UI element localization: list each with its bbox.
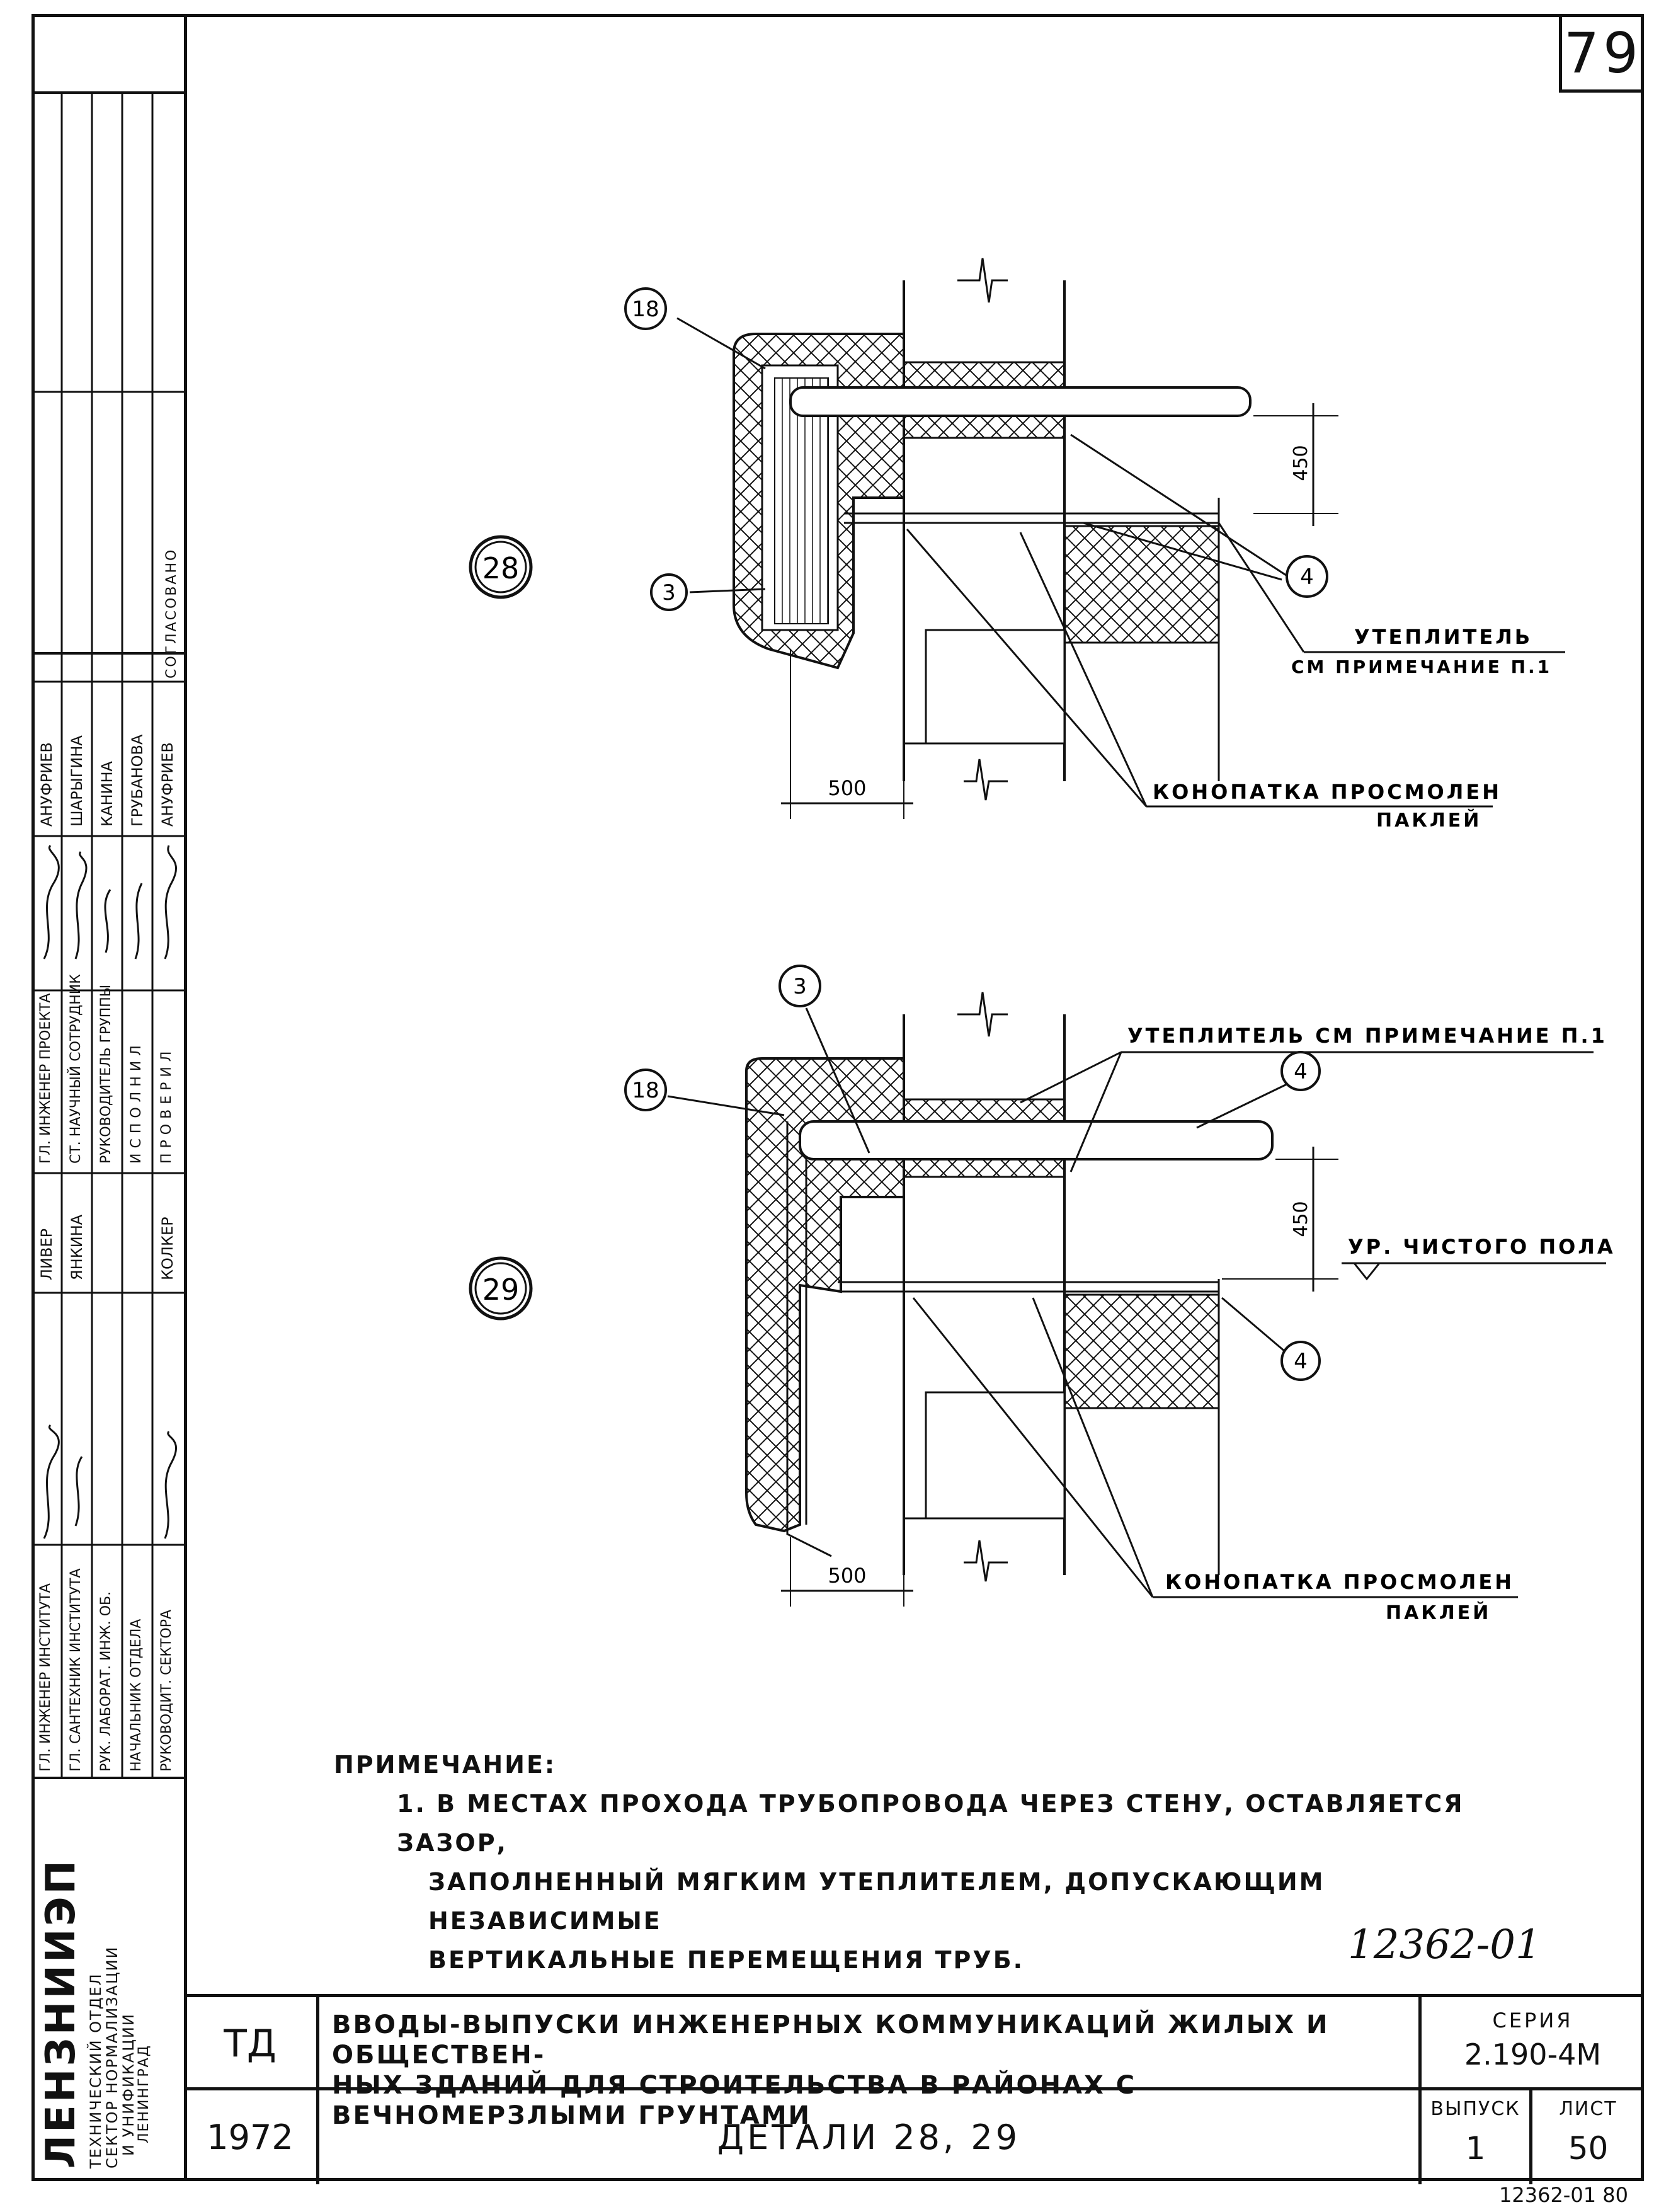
- caulking-label-28: КОНОПАТКА ПРОСМОЛЕН: [1153, 780, 1502, 804]
- sheet-label: ЛИСТ: [1559, 2098, 1617, 2120]
- callout-4: 4: [1300, 564, 1314, 590]
- signatures: [43, 844, 177, 1539]
- sheet-value: 50: [1568, 2130, 1609, 2167]
- dim-vertical-28: 450: [1290, 445, 1312, 481]
- title-line-2: НЫХ ЗДАНИЙ ДЛЯ СТРОИТЕЛЬСТВА В РАЙОНАХ С…: [332, 2071, 1137, 2130]
- issue-label: ВЫПУСК: [1430, 2098, 1520, 2120]
- callout-18-b: 18: [632, 1078, 659, 1103]
- title-cell: ВВОДЫ-ВЫПУСКИ ИНЖЕНЕРНЫХ КОММУНИКАЦИЙ ЖИ…: [319, 1997, 1422, 2130]
- approval-stamp: ЛЕНЗНИИЭП ТЕХНИЧЕСКИЙ ОТДЕЛ СЕКТОР НОРМА…: [31, 14, 184, 2181]
- dim-horizontal-29: 500: [828, 1564, 866, 1588]
- page-number: 79: [1559, 17, 1644, 93]
- sheet-cell: ЛИСТ 50: [1532, 2090, 1644, 2184]
- year-cell: 1972: [184, 2090, 319, 2184]
- callout-18: 18: [632, 297, 659, 322]
- dim-horizontal-28: 500: [828, 776, 866, 800]
- subtitle-cell: ДЕТАЛИ 28, 29: [319, 2090, 1422, 2184]
- caulking-label-29: КОНОПАТКА ПРОСМОЛЕН: [1165, 1570, 1514, 1594]
- callout-4-c: 4: [1294, 1349, 1308, 1374]
- notes-heading: ПРИМЕЧАНИЕ:: [334, 1751, 557, 1779]
- insulation-label-28: УТЕПЛИТЕЛЬ: [1354, 625, 1532, 649]
- note-line-2: ЗАПОЛНЕННЫЙ МЯГКИМ УТЕПЛИТЕЛЕМ, ДОПУСКАЮ…: [428, 1868, 1325, 1935]
- stamp-grid: [31, 91, 184, 1779]
- note-line-3: ВЕРТИКАЛЬНЫЕ ПЕРЕМЕЩЕНИЯ ТРУБ.: [428, 1946, 1025, 1974]
- notes-block: ПРИМЕЧАНИЕ: 1. В МЕСТАХ ПРОХОДА ТРУБОПРО…: [334, 1745, 1531, 1980]
- callout-4-b: 4: [1294, 1059, 1308, 1084]
- series-label: СЕРИЯ: [1492, 2009, 1573, 2032]
- td-cell: ТД: [184, 1997, 319, 2090]
- inner-frame: [184, 14, 1644, 2181]
- detail-28: [469, 258, 1565, 819]
- issue-value: 1: [1465, 2130, 1486, 2167]
- series-value: 2.190-4М: [1464, 2037, 1602, 2072]
- callout-3: 3: [662, 580, 676, 605]
- series-cell: СЕРИЯ 2.190-4М: [1422, 1997, 1644, 2090]
- insulation-note-28: СМ ПРИМЕЧАНИЕ П.1: [1291, 656, 1552, 677]
- floor-level-label: УР. ЧИСТОГО ПОЛА: [1348, 1235, 1616, 1259]
- note-line-1: 1. В МЕСТАХ ПРОХОДА ТРУБОПРОВОДА ЧЕРЕЗ С…: [397, 1790, 1464, 1857]
- title-line-1: ВВОДЫ-ВЫПУСКИ ИНЖЕНЕРНЫХ КОММУНИКАЦИЙ ЖИ…: [332, 2010, 1330, 2070]
- issue-cell: ВЫПУСК 1: [1422, 2090, 1532, 2184]
- caulking-sub-29: ПАКЛЕЙ: [1386, 1602, 1491, 1624]
- callout-3-b: 3: [793, 974, 807, 999]
- outer-frame: [31, 14, 1644, 2181]
- insulation-label-29: УТЕПЛИТЕЛЬ СМ ПРИМЕЧАНИЕ П.1: [1127, 1024, 1607, 1048]
- title-block: ТД 1972 ВВОДЫ-ВЫПУСКИ ИНЖЕНЕРНЫХ КОММУНИ…: [184, 1994, 1644, 2184]
- dim-vertical-29: 450: [1290, 1201, 1312, 1237]
- detail-29: [469, 965, 1606, 1607]
- caulking-sub-28: ПАКЛЕЙ: [1376, 809, 1481, 832]
- handwritten-code: 12362-01: [1348, 1922, 1541, 1968]
- detail-28-number: 28: [482, 551, 520, 585]
- footer-code: 12362-01 80: [1499, 2183, 1628, 2207]
- detail-29-number: 29: [482, 1273, 520, 1307]
